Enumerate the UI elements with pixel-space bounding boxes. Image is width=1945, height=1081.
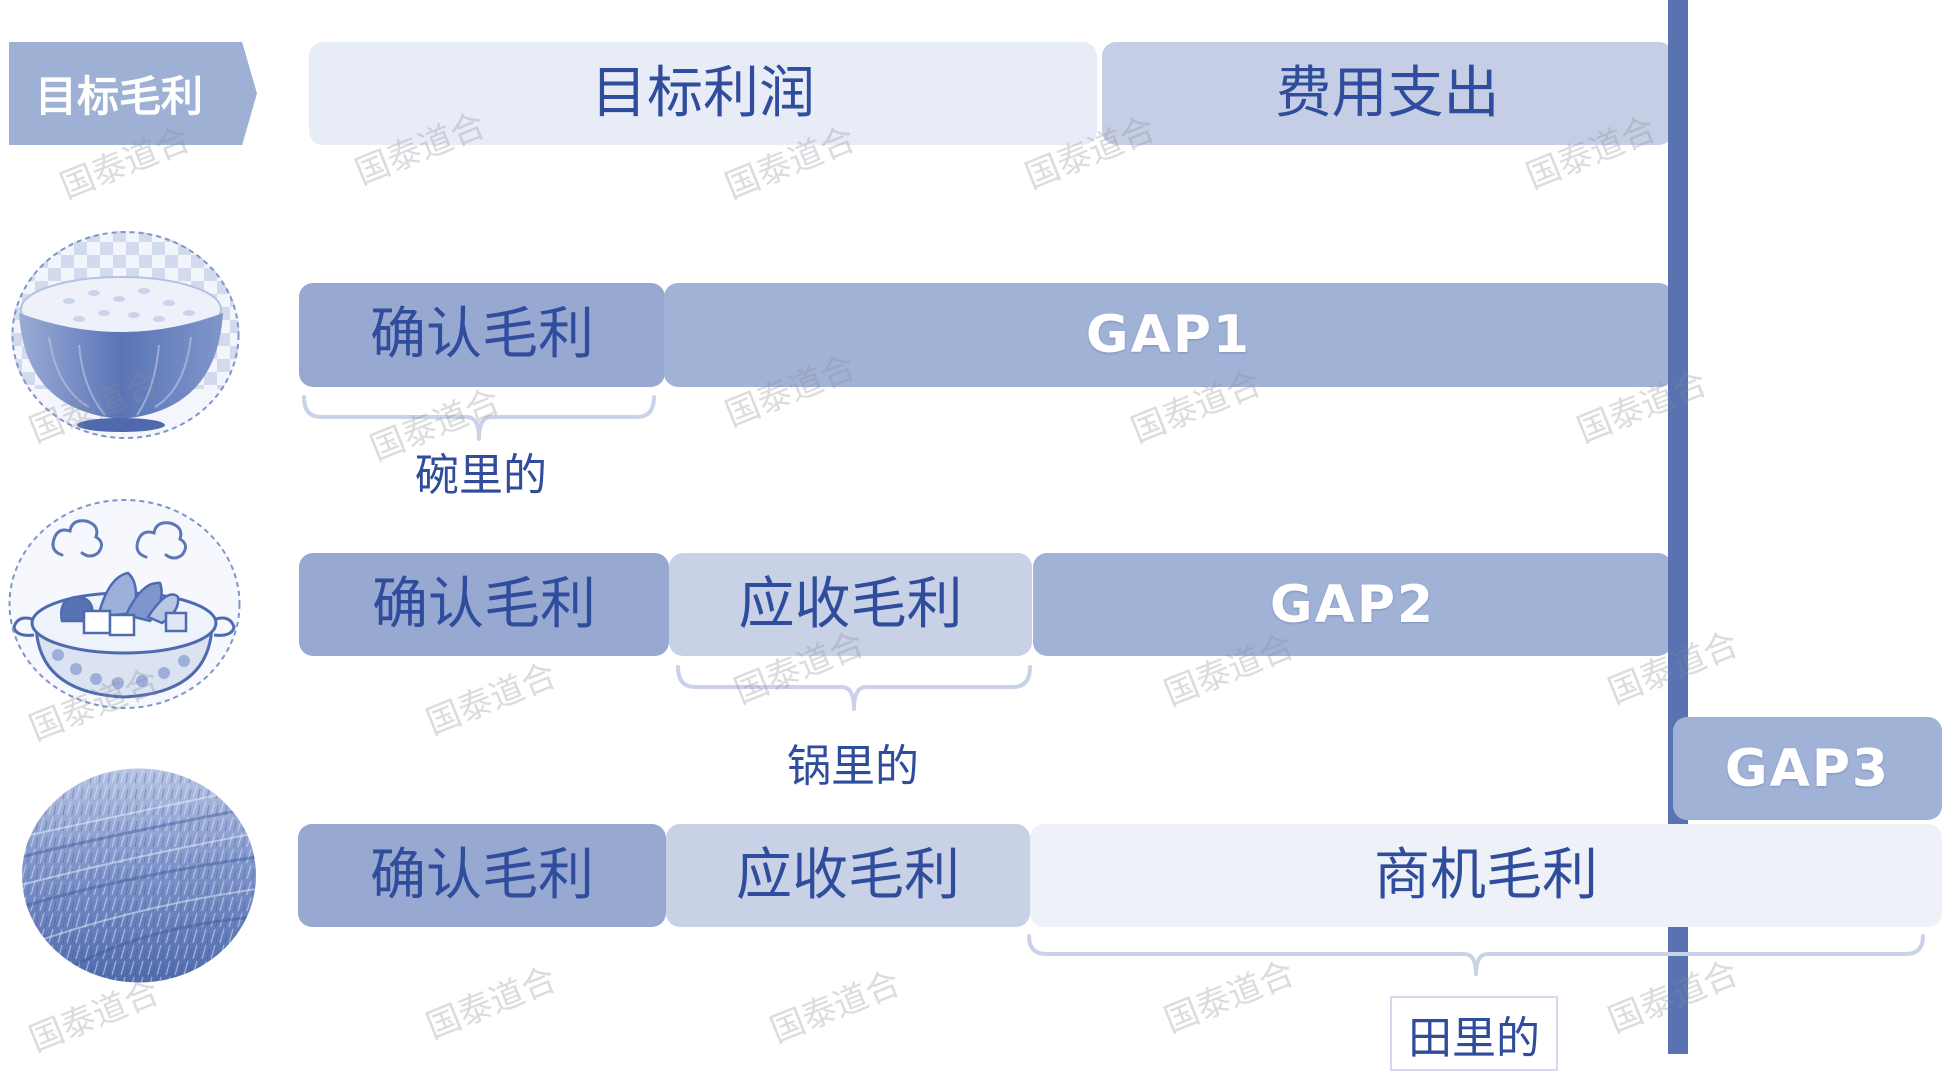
row1-caption: 碗里的 — [415, 450, 547, 501]
segment-label: 应收毛利 — [736, 842, 960, 908]
expense-label: 费用支出 — [1275, 60, 1500, 126]
target-margin-tag-label: 目标毛利 — [35, 72, 204, 121]
row1-brace — [302, 395, 656, 441]
gap-label: GAP1 — [1085, 305, 1252, 365]
row3-receivable-margin: 应收毛利 — [666, 824, 1030, 927]
row2-caption: 锅里的 — [787, 741, 919, 792]
watermark: 国泰道合 — [420, 655, 562, 744]
rice-bowl-icon — [9, 229, 242, 441]
row1-gap1: GAP1 — [664, 283, 1673, 387]
segment-label: 确认毛利 — [372, 571, 596, 637]
target-profit-label: 目标利润 — [591, 60, 815, 126]
target-margin-tag: 目标毛利 — [9, 42, 257, 145]
wheat-field-icon — [21, 767, 257, 984]
row2-brace — [676, 665, 1032, 711]
target-profit-box: 目标利润 — [309, 42, 1097, 145]
segment-label: 确认毛利 — [370, 302, 594, 367]
row1-confirmed-margin: 确认毛利 — [299, 283, 665, 387]
segment-label: 应收毛利 — [738, 571, 963, 637]
gap-label: GAP2 — [1269, 574, 1436, 635]
row2-receivable-margin: 应收毛利 — [669, 553, 1032, 656]
row3-opportunity-margin: 商机毛利 — [1030, 824, 1942, 927]
gap3-box: GAP3 — [1673, 717, 1942, 820]
segment-label: 商机毛利 — [1374, 842, 1598, 908]
watermark: 国泰道合 — [420, 959, 562, 1048]
expense-box: 费用支出 — [1102, 42, 1673, 145]
hot-pot-icon — [6, 497, 243, 711]
row3-caption: 田里的 — [1390, 996, 1558, 1071]
segment-label: 确认毛利 — [370, 842, 594, 908]
row3-confirmed-margin: 确认毛利 — [298, 824, 666, 927]
row3-brace — [1027, 934, 1925, 976]
row2-gap2: GAP2 — [1033, 553, 1672, 656]
gap-label: GAP3 — [1724, 738, 1891, 799]
row3-caption-label: 田里的 — [1408, 1012, 1540, 1064]
row2-confirmed-margin: 确认毛利 — [299, 553, 669, 656]
watermark: 国泰道合 — [764, 963, 906, 1052]
